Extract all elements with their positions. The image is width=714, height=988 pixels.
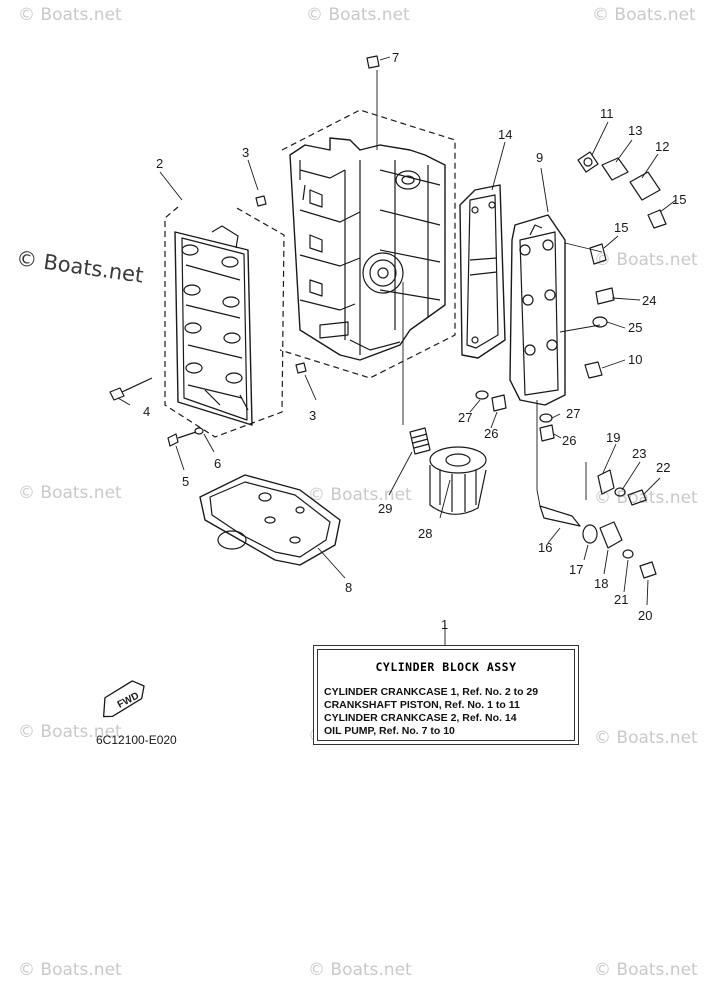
watermark: © Boats.net <box>18 722 122 742</box>
callout-26: 26 <box>484 426 498 441</box>
watermark: © Boats.net <box>306 5 410 25</box>
leader-lines <box>117 56 677 650</box>
callout-3: 3 <box>309 408 316 423</box>
watermark: © Boats.net <box>594 960 698 980</box>
callout-29: 29 <box>378 501 392 516</box>
callout-9: 9 <box>536 150 543 165</box>
callout-14: 14 <box>498 127 512 142</box>
callout-4: 4 <box>143 404 150 419</box>
watermark: © Boats.net <box>592 5 696 25</box>
fwd-arrow-icon <box>102 680 145 718</box>
bottom-gasket-part <box>199 474 341 566</box>
fwd-label: FWD <box>116 690 141 710</box>
callout-24: 24 <box>642 293 656 308</box>
callout-10: 10 <box>628 352 642 367</box>
callout-12: 12 <box>655 139 669 154</box>
callout-15: 15 <box>672 192 686 207</box>
oil-filter-part <box>429 446 487 515</box>
callout-8: 8 <box>345 580 352 595</box>
assembly-reference-box: CYLINDER BLOCK ASSY CYLINDER CRANKCASE 1… <box>313 645 579 745</box>
assembly-reference-line: CRANKSHAFT PISTON, Ref. No. 1 to 11 <box>324 699 520 711</box>
callout-21: 21 <box>614 592 628 607</box>
cover-plate-part <box>509 214 566 406</box>
watermark: © Boats.net <box>18 483 122 503</box>
watermark: © Boats.net <box>18 960 122 980</box>
callout-19: 19 <box>606 430 620 445</box>
callout-2: 2 <box>156 156 163 171</box>
filter-stud-part <box>409 427 431 455</box>
callout-25: 25 <box>628 320 642 335</box>
callout-13: 13 <box>628 123 642 138</box>
watermark: © Boats.net <box>594 250 698 270</box>
cylinder-block-part <box>279 109 456 379</box>
assembly-title: CYLINDER BLOCK ASSY <box>375 660 517 674</box>
watermark: © Boats.net <box>308 485 412 505</box>
watermark: © Boats.net <box>308 960 412 980</box>
callout-27: 27 <box>566 406 580 421</box>
callout-11: 11 <box>600 106 614 121</box>
callout-3: 3 <box>242 145 249 160</box>
callout-6: 6 <box>214 456 221 471</box>
assembly-reference-line: CYLINDER CRANKCASE 2, Ref. No. 14 <box>324 712 517 724</box>
callout-27: 27 <box>458 410 472 425</box>
callout-15: 15 <box>614 220 628 235</box>
watermark: © Boats.net <box>594 728 698 748</box>
crankcase-cover-part <box>164 206 285 438</box>
callout-1: 1 <box>441 617 448 632</box>
callout-17: 17 <box>569 562 583 577</box>
callout-22: 22 <box>656 460 670 475</box>
callout-23: 23 <box>632 446 646 461</box>
watermark: © Boats.net <box>18 5 122 25</box>
callout-28: 28 <box>418 526 432 541</box>
callout-18: 18 <box>594 576 608 591</box>
small-hardware-parts <box>109 55 667 579</box>
callout-20: 20 <box>638 608 652 623</box>
diagram-code: 6C12100-E020 <box>96 733 177 747</box>
watermark: © Boats.net <box>594 488 698 508</box>
assembly-reference-line: CYLINDER CRANKCASE 1, Ref. No. 2 to 29 <box>324 686 539 698</box>
callout-5: 5 <box>182 474 189 489</box>
callout-16: 16 <box>538 540 552 555</box>
callout-numbers: 1 2 3 3 4 5 6 7 8 9 10 11 12 13 14 15 15… <box>143 50 686 632</box>
assembly-reference-inner-frame <box>317 649 575 741</box>
callout-7: 7 <box>392 50 399 65</box>
assembly-reference-line: OIL PUMP, Ref. No. 7 to 10 <box>324 725 455 737</box>
gasket-part <box>459 184 506 359</box>
callout-26: 26 <box>562 433 576 448</box>
